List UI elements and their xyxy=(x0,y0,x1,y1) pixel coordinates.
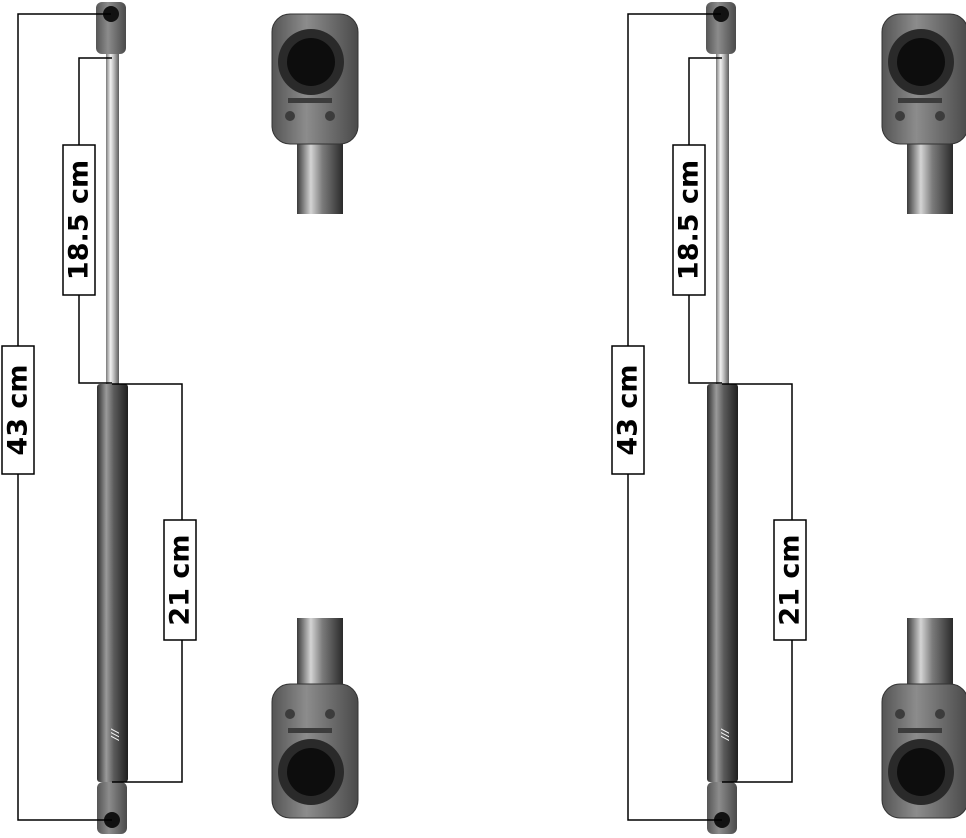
gas-strut-image xyxy=(96,2,128,834)
left-panel: 43 cm 18.5 cm 21 cm xyxy=(1,2,359,834)
overall-length-label: 43 cm xyxy=(3,364,34,455)
bottom-fitting-closeup xyxy=(271,617,359,819)
top-fitting-closeup xyxy=(271,13,359,215)
overall-length-label: 43 cm xyxy=(613,364,644,455)
body-length-label: 21 cm xyxy=(775,534,806,625)
bottom-fitting-closeup xyxy=(881,617,966,819)
rod-length-label: 18.5 cm xyxy=(64,160,95,280)
top-fitting-closeup xyxy=(881,13,966,215)
body-length-label: 21 cm xyxy=(165,534,196,625)
rod-length-label: 18.5 cm xyxy=(674,160,705,280)
right-panel: 43 cm 18.5 cm 21 cm xyxy=(611,2,966,834)
gas-strut-image xyxy=(706,2,738,834)
